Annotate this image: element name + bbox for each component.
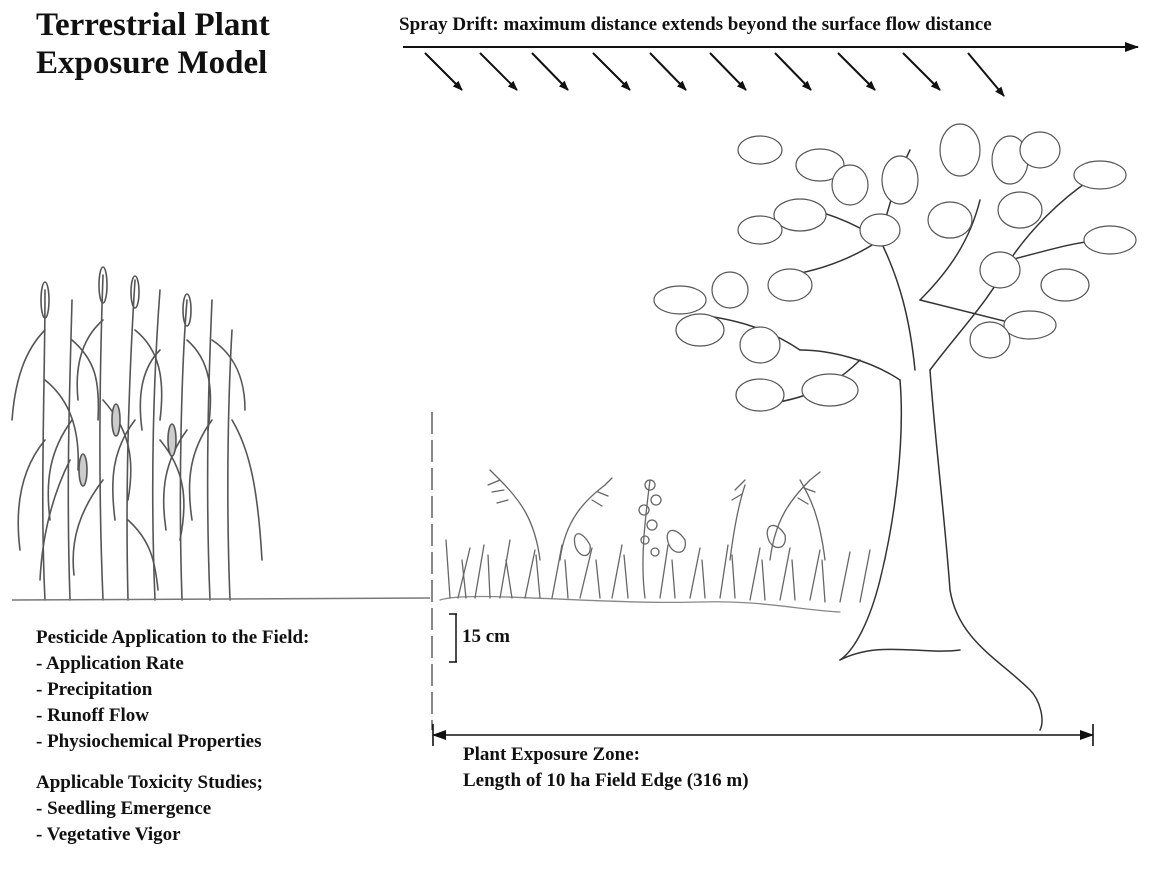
toxicity-item: - Vegetative Vigor	[36, 822, 263, 848]
zone-length: Length of 10 ha Field Edge (316 m)	[463, 768, 749, 794]
title-line-1: Terrestrial Plant	[36, 6, 270, 44]
toxicity-heading: Applicable Toxicity Studies;	[36, 770, 263, 796]
drift-down-arrows	[425, 53, 1004, 96]
ground-line	[12, 598, 430, 600]
corn-field-drawing	[12, 267, 262, 600]
exposure-zone-label: Plant Exposure Zone: Length of 10 ha Fie…	[463, 742, 749, 794]
application-section: Pesticide Application to the Field: - Ap…	[36, 625, 309, 755]
application-item: - Runoff Flow	[36, 703, 309, 729]
title-line-2: Exposure Model	[36, 44, 270, 82]
zone-title: Plant Exposure Zone:	[463, 742, 749, 768]
scale-bar-label: 15 cm	[462, 626, 510, 648]
oak-leaves	[654, 124, 1136, 411]
spray-drift-label: Spray Drift: maximum distance extends be…	[399, 14, 992, 36]
toxicity-item: - Seedling Emergence	[36, 796, 263, 822]
scale-bar	[449, 614, 457, 662]
toxicity-section: Applicable Toxicity Studies; - Seedling …	[36, 770, 263, 848]
application-item: - Application Rate	[36, 651, 309, 677]
application-heading: Pesticide Application to the Field:	[36, 625, 309, 651]
exposure-zone-vegetation	[440, 470, 870, 612]
application-item: - Precipitation	[36, 677, 309, 703]
page-title: Terrestrial Plant Exposure Model	[36, 6, 270, 82]
application-item: - Physiochemical Properties	[36, 729, 309, 755]
